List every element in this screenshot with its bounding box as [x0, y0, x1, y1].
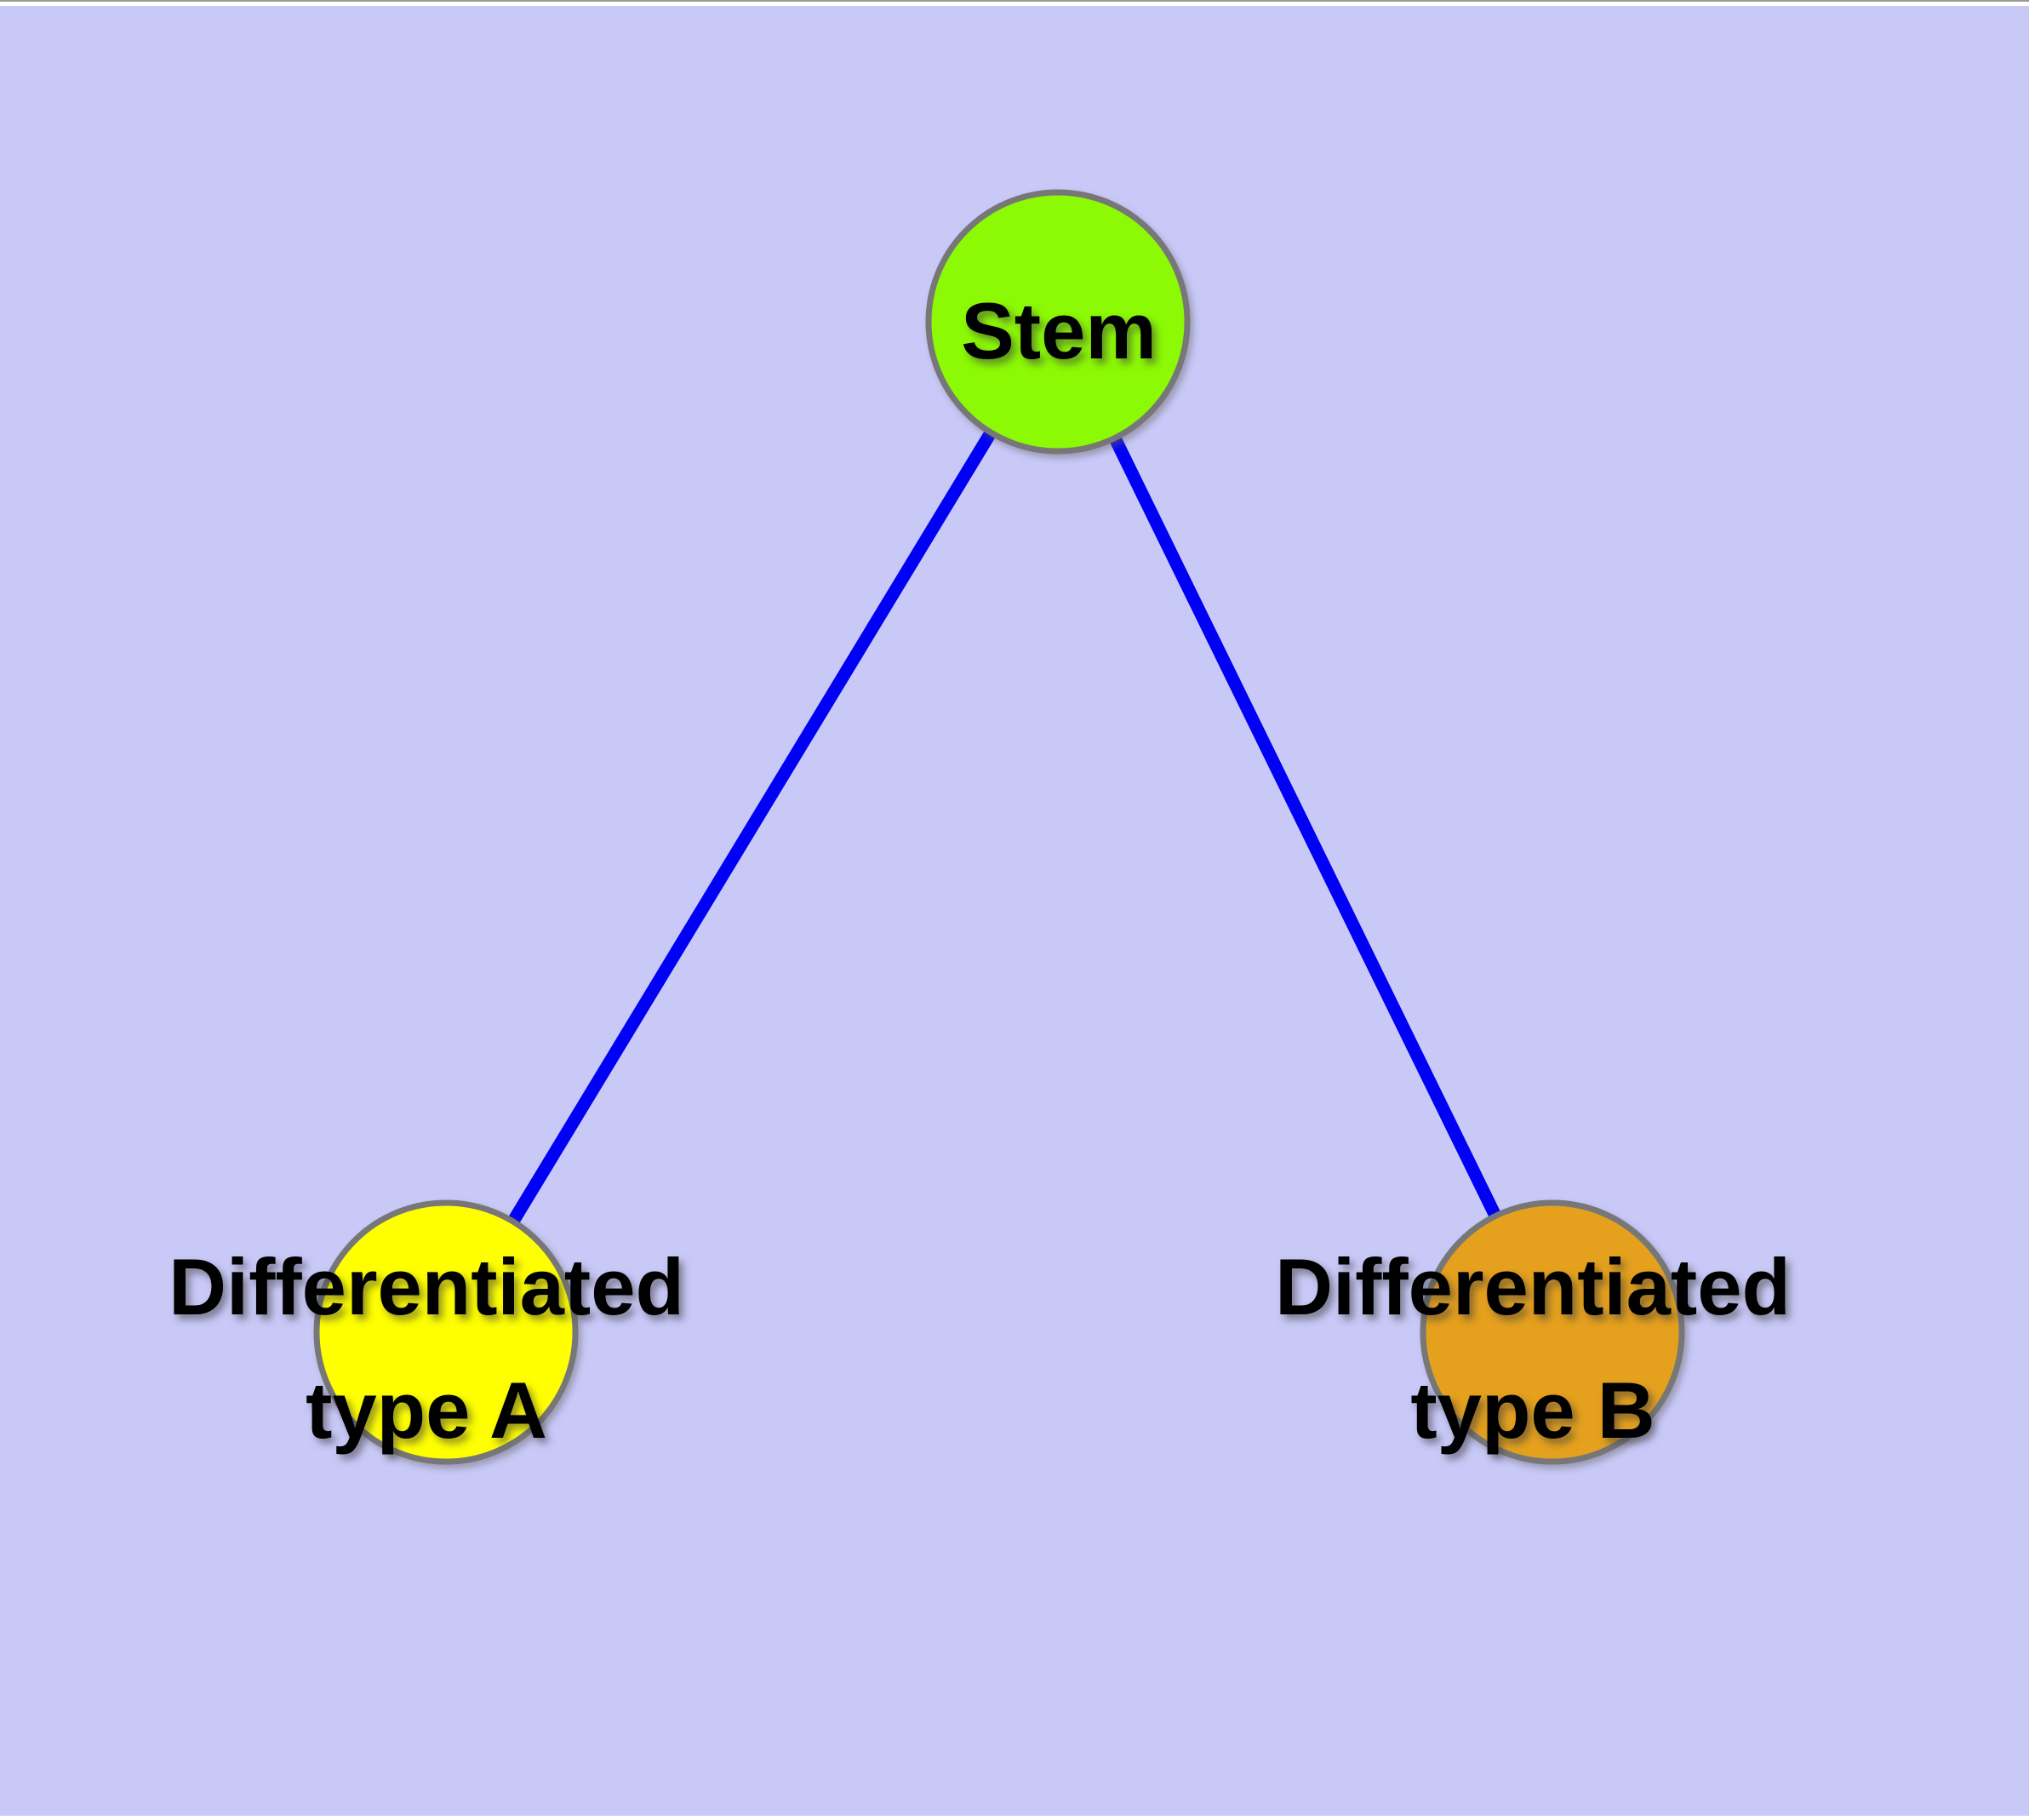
- node-differentiated-type-a: [313, 1199, 579, 1465]
- node-stem: [925, 189, 1191, 455]
- window-top-edge: [0, 0, 2029, 6]
- edge-stem-to-type-b: [1052, 318, 1558, 1336]
- edge-stem-to-type-a: [440, 318, 1064, 1336]
- window-bottom-edge: [0, 1816, 2029, 1820]
- node-differentiated-type-b: [1420, 1199, 1685, 1465]
